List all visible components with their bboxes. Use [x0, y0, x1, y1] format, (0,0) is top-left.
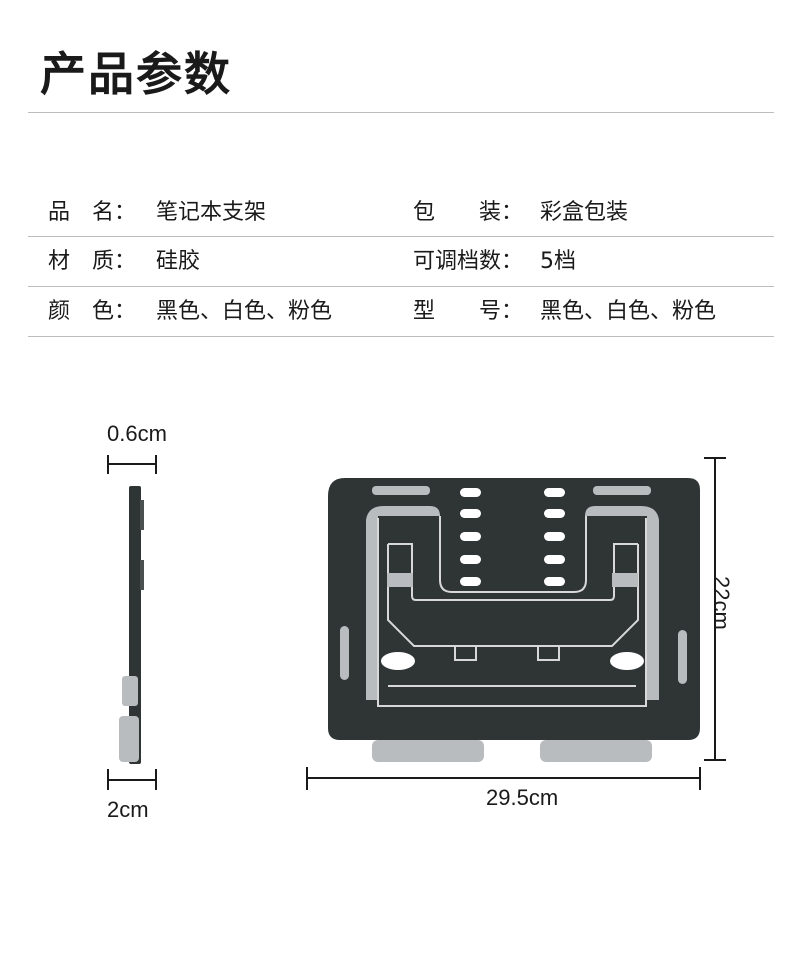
- width-dimension-line: [306, 767, 701, 790]
- title-divider: [28, 112, 774, 113]
- spec-row: 材 质： 硅胶 可调档数： 5档: [28, 237, 774, 287]
- width-label: 29.5cm: [486, 785, 559, 810]
- spec-key: 包 装：: [413, 200, 524, 225]
- depth-bracket: [107, 769, 157, 790]
- spec-divider: [28, 336, 774, 337]
- spec-key: 型 号：: [413, 299, 524, 324]
- spec-value: 黑色、白色、粉色: [156, 299, 333, 324]
- spec-value: 硅胶: [156, 249, 201, 274]
- spec-divider: [28, 286, 774, 287]
- spec-value: 彩盒包装: [540, 200, 629, 225]
- height-label: 22cm: [709, 576, 734, 630]
- spec-value: 黑色、白色、粉色: [540, 299, 717, 324]
- spec-row: 品 名： 笔记本支架 包 装： 彩盒包装: [28, 188, 774, 238]
- thickness-label: 0.6cm: [107, 421, 167, 446]
- height-dimension-line: [704, 457, 726, 761]
- thickness-bracket: [107, 455, 157, 474]
- page-title: 产品参数: [40, 47, 232, 101]
- spec-value: 笔记本支架: [156, 200, 267, 225]
- front-view-product: [328, 478, 700, 762]
- spec-value: 5档: [540, 249, 576, 274]
- depth-label: 2cm: [107, 797, 149, 822]
- spec-key: 颜 色：: [48, 299, 137, 324]
- spec-divider: [28, 236, 774, 237]
- spec-key: 品 名：: [48, 200, 137, 225]
- spec-row: 颜 色： 黑色、白色、粉色 型 号： 黑色、白色、粉色: [28, 287, 774, 337]
- spec-key: 可调档数：: [413, 249, 524, 274]
- spec-key: 材 质：: [48, 249, 137, 274]
- side-view-product: [119, 486, 144, 764]
